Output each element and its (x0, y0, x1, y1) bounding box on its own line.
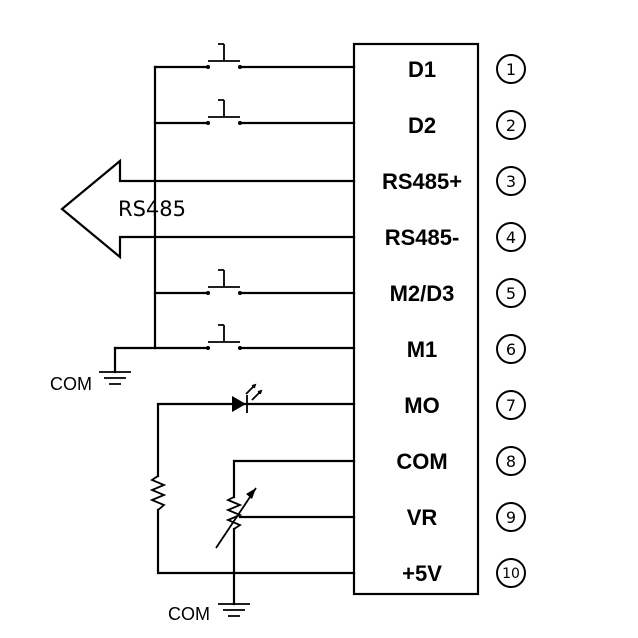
pin-label-5: M2/D3 (390, 281, 455, 306)
pushbutton-d2 (153, 99, 356, 125)
pin-number-circle-10 (496, 558, 526, 588)
rs485-bus-arrow: RS485 (60, 158, 356, 260)
ground-symbol-lower: COM (168, 603, 250, 624)
pin-number-circle-9 (496, 502, 526, 532)
pin-number-6: 6 (506, 340, 516, 359)
pin-label-4: RS485- (385, 225, 460, 250)
pin-label-8: COM (396, 449, 447, 474)
terminal-block (352, 42, 480, 596)
pin-number-circle-8 (496, 446, 526, 476)
pushbutton-m2-d3 (153, 269, 356, 295)
pin-number-4: 4 (506, 228, 516, 247)
pin-number-circle-4 (496, 222, 526, 252)
pin-number-8: 8 (506, 452, 516, 471)
pin-numbers: 1 2 3 4 5 6 7 8 9 10 (496, 54, 526, 588)
pin-number-3: 3 (506, 172, 516, 191)
potentiometer-icon (225, 496, 243, 530)
pin-number-circle-7 (496, 390, 526, 420)
pin-number-5: 5 (506, 284, 516, 303)
led-circuit (149, 383, 356, 575)
pin-labels: D1 D2 RS485+ RS485- M2/D3 M1 MO COM VR +… (382, 57, 462, 586)
pin-number-10: 10 (502, 566, 520, 582)
pin-number-circle-1 (496, 54, 526, 84)
ground-symbol-upper: COM (50, 346, 131, 394)
pin-number-1: 1 (506, 60, 516, 79)
pin-number-circle-2 (496, 110, 526, 140)
potentiometer-circuit (215, 459, 356, 606)
pin-number-circle-3 (496, 166, 526, 196)
rs485-bus-label: RS485 (118, 197, 186, 221)
pin-label-9: VR (407, 505, 438, 530)
led-icon (232, 396, 246, 412)
ground-label-lower: COM (168, 604, 210, 624)
pushbutton-m1 (113, 324, 356, 350)
pin-label-1: D1 (408, 57, 436, 82)
pin-number-2: 2 (506, 116, 516, 135)
pin-number-circle-5 (496, 278, 526, 308)
pin-number-7: 7 (506, 396, 516, 415)
pushbutton-d1 (153, 43, 356, 69)
pin-label-2: D2 (408, 113, 436, 138)
pin-number-9: 9 (506, 508, 516, 527)
pin-label-10: +5V (402, 561, 442, 586)
pin-number-circle-6 (496, 334, 526, 364)
pin-label-6: M1 (407, 337, 438, 362)
resistor-icon (149, 475, 167, 511)
pin-label-7: MO (404, 393, 439, 418)
pin-label-3: RS485+ (382, 169, 462, 194)
ground-label-upper: COM (50, 374, 92, 394)
